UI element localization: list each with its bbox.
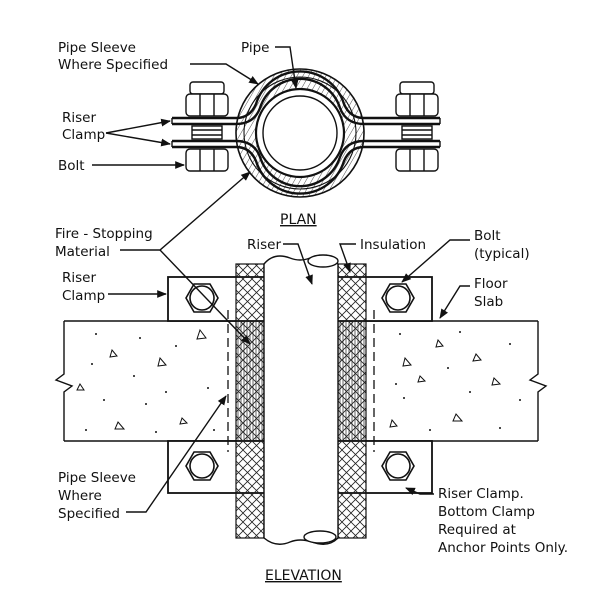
plan-pipe-inner-wall	[262, 95, 338, 171]
plan-leader-riser-clamp-upper	[105, 118, 171, 134]
leader-bolt	[401, 239, 470, 283]
label-note-line3: Required at	[438, 522, 516, 538]
slab-break-right	[528, 321, 548, 441]
label-riser-clamp-line2: Clamp	[62, 288, 105, 304]
fire-stopping-right	[338, 321, 366, 441]
concrete-dots	[85, 331, 521, 433]
fire-stopping-left	[236, 321, 264, 441]
label-pipe-sleeve-line2: Where	[58, 488, 102, 504]
label-insulation: Insulation	[360, 237, 426, 253]
plan-label-riser-clamp-line2: Clamp	[62, 127, 105, 143]
label-pipe-sleeve-line3: Specified	[58, 506, 120, 522]
elevation-view: Fire - Stopping Material Riser Insulatio…	[54, 171, 568, 584]
plan-leader-riser-clamp-lower	[105, 132, 171, 147]
label-riser-clamp-line1: Riser	[62, 270, 96, 286]
leader-note-clamp	[405, 487, 434, 496]
bolt-top-left	[185, 283, 219, 313]
label-floor-slab-line2: Slab	[474, 294, 503, 310]
bolt-top-right	[381, 283, 415, 313]
bolt-bottom-right	[381, 451, 415, 481]
plan-title: PLAN	[280, 212, 317, 228]
label-floor-slab-line1: Floor	[474, 276, 508, 292]
riser-pipe	[263, 254, 339, 545]
bolt-bottom-left	[185, 451, 219, 481]
plan-label-pipe: Pipe	[241, 40, 269, 56]
leader-pipe-sleeve	[126, 395, 227, 513]
label-note-line2: Bottom Clamp	[438, 504, 535, 520]
plan-label-bolt: Bolt	[58, 158, 85, 174]
plan-leader-pipe	[275, 46, 299, 89]
label-pipe-sleeve-line1: Pipe Sleeve	[58, 470, 136, 486]
label-fire-stopping-line1: Fire - Stopping	[55, 226, 153, 242]
plan-bolt-left	[185, 81, 229, 172]
leader-floor-slab	[439, 285, 470, 319]
label-bolt-line2: (typical)	[474, 246, 530, 262]
elevation-pipe-sleeve	[227, 310, 375, 452]
plan-leader-pipe-sleeve	[190, 63, 259, 85]
plan-view: Pipe Sleeve Where Specified Pipe Riser C…	[58, 40, 441, 228]
leader-insulation	[339, 243, 356, 273]
label-note-line4: Anchor Points Only.	[438, 540, 568, 556]
plan-label-riser-clamp-line1: Riser	[62, 110, 96, 126]
label-note-line1: Riser Clamp.	[438, 486, 524, 502]
plan-label-pipe-sleeve-line2: Where Specified	[58, 57, 168, 73]
leader-fire-stopping-elev	[159, 249, 251, 345]
label-riser: Riser	[247, 237, 281, 253]
slab-break-left	[54, 321, 74, 441]
leader-riser	[283, 243, 313, 285]
plan-label-pipe-sleeve-line1: Pipe Sleeve	[58, 40, 136, 56]
label-bolt-line1: Bolt	[474, 228, 501, 244]
concrete-aggregate	[76, 328, 502, 430]
elevation-title: ELEVATION	[265, 568, 342, 584]
plan-bolt-right	[395, 81, 439, 172]
plan-riser-clamp	[171, 70, 441, 195]
label-fire-stopping-line2: Material	[55, 244, 110, 260]
plan-sleeve-inner-line	[243, 76, 357, 190]
elevation-bolts	[185, 283, 415, 481]
